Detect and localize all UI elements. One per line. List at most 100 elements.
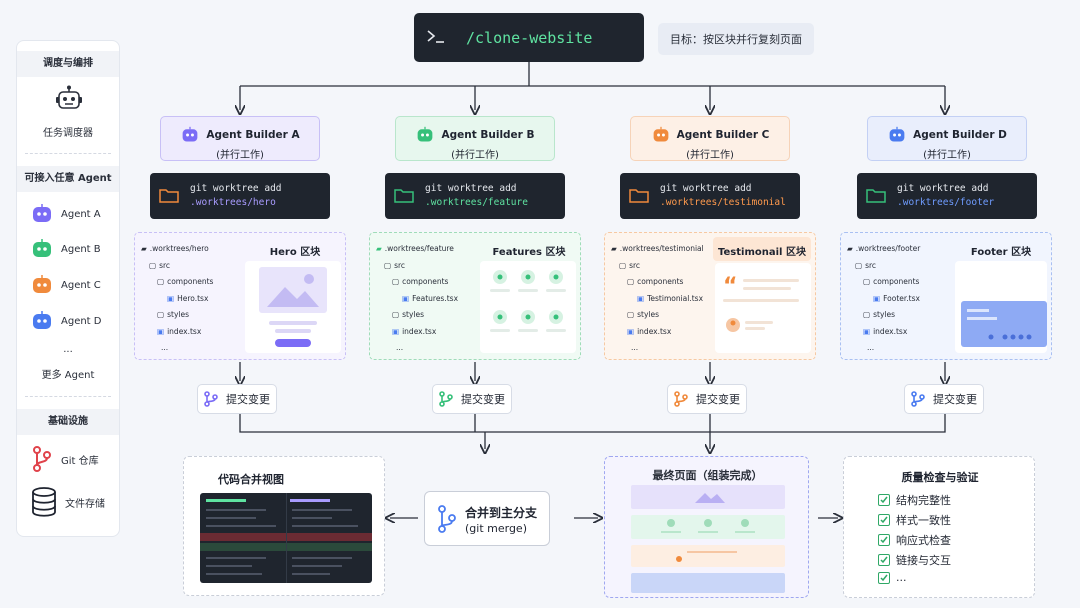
folder-icon [159, 189, 179, 203]
qa-item-structure: 结构完整性 [878, 492, 951, 508]
assembled-page-icon [631, 485, 785, 593]
command-box: /clone-website [414, 13, 644, 62]
section-title-infra: 基础设施 [17, 409, 119, 435]
scheduler-label: 任务调度器 [43, 128, 93, 139]
sidebar-agent-d[interactable]: Agent D [31, 310, 101, 332]
git-commit-icon [674, 391, 688, 407]
commit-button-c[interactable]: 提交变更 [667, 384, 747, 414]
merge-box[interactable]: 合并到主分支 (git merge) [424, 491, 550, 546]
folder-icon [866, 189, 886, 203]
agent-builder-b[interactable]: Agent Builder B (并行工作) [395, 116, 555, 161]
more-dots: ... [63, 344, 73, 355]
worktree-cmd-c-text: git worktree add [660, 183, 752, 194]
git-branch-icon [33, 446, 51, 472]
agent-builder-c[interactable]: Agent Builder C (并行工作) [630, 116, 790, 161]
git-commit-icon [911, 391, 925, 407]
worktree-cmd-b: git worktree add .worktrees/feature [385, 173, 565, 219]
features-preview [480, 261, 576, 353]
robot-icon [56, 85, 82, 109]
worktree-cmd-d-text: git worktree add [897, 183, 989, 194]
section-title-agents: 可接入任意 Agent [17, 166, 119, 192]
block-title-features: Features 区块 [492, 247, 566, 258]
panel-hero: ▰.worktrees/hero ▢ src ▢ components ▣Her… [134, 232, 346, 360]
sidebar: 调度与编排 任务调度器 可接入任意 Agent Agent A Agent B … [16, 40, 120, 537]
quote-icon: “ [723, 274, 799, 332]
worktree-cmd-a-text: git worktree add [190, 183, 282, 194]
command-text: /clone-website [466, 28, 593, 47]
qa-item-style: 样式一致性 [878, 512, 951, 528]
check-icon [878, 554, 890, 566]
agent-c-label: Agent C [61, 279, 101, 291]
git-repo-label: Git 仓库 [61, 455, 99, 467]
panel-features: ▰.worktrees/feature ▢ src ▢ components ▣… [369, 232, 581, 360]
agent-builder-c-name: Agent Builder C [676, 129, 770, 141]
agent-builder-b-name: Agent Builder B [441, 129, 535, 141]
more-agents-label: 更多 Agent [41, 370, 95, 381]
sidebar-agent-b[interactable]: Agent B [31, 238, 101, 260]
qa-item-links: 链接与交互 [878, 552, 951, 568]
agent-builder-d-name: Agent Builder D [913, 129, 1007, 141]
qa-title: 质量检查与验证 [901, 471, 979, 484]
block-title-footer: Footer 区块 [970, 247, 1032, 258]
goal-badge: 目标：按区块并行复刻页面 [658, 23, 814, 55]
file-tree-hero: ▰.worktrees/hero ▢ src ▢ components ▣Her… [141, 244, 214, 352]
footer-preview [955, 261, 1047, 353]
svg-text:“: “ [723, 274, 737, 299]
panel-footer: ▰.worktrees/footer ▢ src ▢ components ▣F… [840, 232, 1052, 360]
footer-layout-icon [961, 301, 1047, 347]
file-tree-features: ▰.worktrees/feature ▢ src ▢ components ▣… [376, 244, 459, 352]
features-grid-icon [490, 270, 566, 332]
merge-title: 合并到主分支 [465, 506, 538, 520]
testimonial-preview: “ [715, 263, 811, 353]
database-icon [32, 487, 56, 517]
diff-editor-icon [200, 493, 372, 583]
agent-a-icon [33, 204, 51, 222]
block-title-testimonial: Testimonail 区块 [718, 247, 806, 258]
sidebar-git-repo[interactable]: Git 仓库 [31, 446, 99, 472]
agent-b-label: Agent B [61, 243, 101, 255]
agent-d-label: Agent D [61, 315, 102, 327]
agent-a-robot-icon [183, 126, 198, 142]
sidebar-file-storage[interactable]: 文件存储 [31, 487, 105, 517]
agent-a-label: Agent A [61, 208, 101, 220]
code-merge-title: 代码合并视图 [218, 473, 284, 486]
commit-button-a[interactable]: 提交变更 [197, 384, 277, 414]
final-page: 最终页面（组装完成） [604, 456, 809, 598]
commit-button-d[interactable]: 提交变更 [904, 384, 984, 414]
agent-d-icon [33, 311, 51, 329]
git-merge-icon [438, 505, 456, 533]
quality-check: 质量检查与验证 [843, 456, 1035, 598]
agent-b-icon [33, 239, 51, 257]
worktree-path-d: .worktrees/footer [897, 197, 995, 208]
qa-item-responsive: 响应式检查 [878, 532, 951, 548]
code-merge-view: 代码合并视图 [183, 456, 385, 596]
agent-builder-a-sub: (并行工作) [216, 150, 264, 161]
worktree-path-b: .worktrees/feature [425, 197, 528, 208]
worktree-cmd-a: git worktree add .worktrees/hero [150, 173, 330, 219]
agent-c-icon [33, 275, 51, 293]
worktree-cmd-d: git worktree add .worktrees/footer [857, 173, 1037, 219]
commit-button-b[interactable]: 提交变更 [432, 384, 512, 414]
merge-sub: (git merge) [465, 522, 527, 535]
agent-builder-a[interactable]: Agent Builder A (并行工作) [160, 116, 320, 161]
agent-builder-a-name: Agent Builder A [206, 129, 300, 141]
worktree-path-a: .worktrees/hero [190, 197, 276, 208]
qa-item-more: ... [878, 571, 907, 584]
sidebar-agent-c[interactable]: Agent C [31, 274, 101, 296]
sidebar-agent-a[interactable]: Agent A [31, 203, 101, 225]
terminal-icon [427, 30, 444, 43]
hero-image-icon [259, 267, 327, 347]
file-tree-footer: ▰.worktrees/footer ▢ src ▢ components ▣F… [847, 244, 921, 352]
agent-d-robot-icon [889, 126, 905, 142]
worktree-path-c: .worktrees/testimonial [660, 197, 786, 208]
worktree-cmd-c: git worktree add .worktrees/testimonial [620, 173, 800, 219]
agent-builder-d-sub: (并行工作) [923, 150, 971, 161]
agent-builder-b-sub: (并行工作) [451, 150, 499, 161]
file-tree-testimonial: ▰.worktrees/testimonial ▢ src ▢ componen… [611, 244, 704, 352]
agent-builder-d[interactable]: Agent Builder D (并行工作) [867, 116, 1027, 161]
final-page-title: 最终页面（组装完成） [652, 469, 763, 482]
check-icon [878, 534, 890, 546]
block-title-hero: Hero 区块 [269, 247, 321, 258]
git-commit-icon [204, 391, 218, 407]
